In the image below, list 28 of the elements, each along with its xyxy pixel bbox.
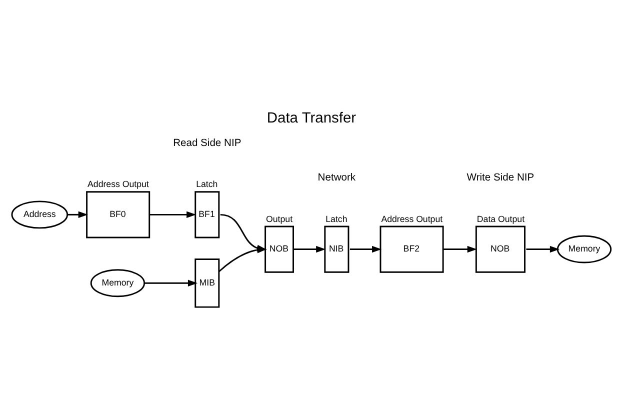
arrow <box>218 246 267 272</box>
diagram-title: Data Transfer <box>266 110 356 127</box>
node-label: Address Output <box>381 214 443 224</box>
arrow <box>144 280 198 286</box>
node-label: Latch <box>326 214 348 224</box>
node-label: Address Output <box>88 179 149 190</box>
label: Write Side NIP <box>466 172 534 184</box>
node-box: NOB <box>475 226 526 273</box>
arrow <box>150 211 196 218</box>
node-label: Output <box>266 214 293 224</box>
node-ellipse: Memory <box>556 235 612 264</box>
node-box: BF2 <box>380 226 444 273</box>
node-ellipse: Address <box>11 200 68 229</box>
node-ellipse: Memory <box>90 269 146 298</box>
arrow <box>350 246 382 253</box>
label: Read Side NIP <box>173 138 242 149</box>
node-label: Data Output <box>476 214 525 224</box>
arrow <box>526 246 560 253</box>
node-label: Latch <box>196 179 218 190</box>
arrow <box>67 211 88 218</box>
node-box: BF0 <box>86 191 150 238</box>
node-box: NIB <box>324 226 350 273</box>
node-box: NOB <box>264 226 294 273</box>
arrow <box>443 246 477 253</box>
arrow <box>294 246 326 253</box>
label: Network <box>318 172 356 184</box>
node-box: BF1 <box>194 191 220 238</box>
node-box: MIB <box>194 258 220 308</box>
